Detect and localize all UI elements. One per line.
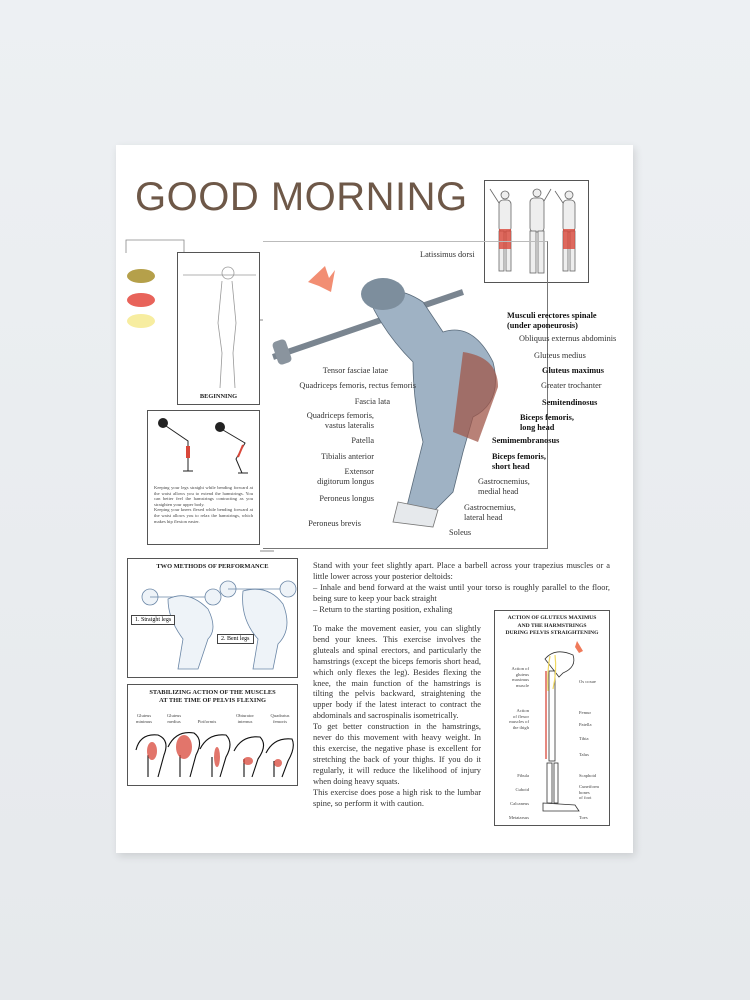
action-label-tibia: Tibia	[579, 736, 589, 741]
label-tibialis: Tibialis anterior	[321, 452, 374, 461]
action-label-talus: Talus	[579, 752, 589, 757]
beginning-figure-illustration	[183, 266, 256, 389]
stabilizing-title: STABILIZING ACTION OF THE MUSCLES AT THE…	[149, 689, 276, 704]
muscle-obturator: Obturator internus	[236, 713, 254, 724]
two-methods-title: TWO METHODS OF PERFORMANCE	[156, 563, 269, 570]
muscle-map-inset	[484, 180, 589, 283]
action-label-cuboid: Cuboid	[515, 787, 529, 792]
two-postures-illustration	[158, 418, 248, 474]
instructions-body-3: This exercise does pose a high risk to t…	[313, 787, 481, 808]
two-methods-box: TWO METHODS OF PERFORMANCE 1. Straight l…	[127, 558, 298, 678]
action-label-calcaneus: Calcaneus	[510, 801, 529, 806]
main-illustration-box	[263, 241, 548, 549]
stabilizing-box: STABILIZING ACTION OF THE MUSCLES AT THE…	[127, 684, 298, 786]
label-gastro-lateral: Gastrocnemius, lateral head	[464, 503, 516, 522]
instructions-intro-text: Stand with your feet slightly apart. Pla…	[313, 561, 610, 581]
label-obliquus: Obliquus externus abdominis	[519, 334, 617, 343]
action-label-metatarsus: Metatarsus	[508, 815, 529, 820]
instructions-step-2: – Return to the starting position, exhal…	[313, 604, 453, 614]
label-biceps-long: Biceps femoris, long head	[520, 413, 574, 432]
label-semitendinosus: Semitendinosus	[542, 398, 598, 407]
beginning-label: BEGINNING	[199, 393, 238, 400]
action-box-title: ACTION OF GLUTEUS MAXIMUS AND THE HARMST…	[505, 615, 599, 636]
instructions-body: To make the movement easier, you can sli…	[313, 624, 481, 809]
color-legend-olive	[127, 269, 155, 283]
label-greater-trochanter: Greater trochanter	[541, 381, 602, 390]
good-morning-exercise-illustration	[272, 266, 498, 528]
action-label-flexor: Action of flexor muscles of the thigh	[509, 708, 529, 730]
muscle-quadratus: Quadratus femoris	[270, 713, 290, 724]
action-label-patella: Patella	[579, 722, 592, 727]
label-peroneus-brevis: Peroneus brevis	[308, 519, 361, 528]
label-semimembranosus: Semimembranosus	[492, 436, 560, 445]
instructions-step-1: – Inhale and bend forward at the waist u…	[313, 582, 610, 603]
label-vastus-lateralis: Quadriceps femoris, vastus lateralis	[306, 411, 374, 430]
label-latissimus-dorsi: Latissimus dorsi	[420, 250, 475, 259]
poster: GOOD MORNING BEGINNING	[116, 145, 633, 853]
color-legend-red	[127, 293, 155, 307]
beginning-box: BEGINNING	[177, 252, 260, 405]
action-label-fibula: Fibula	[517, 773, 529, 778]
label-rectus-femoris: Quadriceps femoris, rectus femoris	[299, 381, 416, 390]
label-gastro-medial: Gastrocnemius, medial head	[478, 477, 530, 496]
direction-arrow-icon	[308, 266, 335, 292]
two-methods-illustration	[141, 580, 297, 670]
pelvis-illustrations	[135, 732, 294, 778]
action-label-femur: Femur	[579, 710, 591, 715]
three-figures-illustration	[489, 188, 576, 274]
label-peroneus-longus: Peroneus longus	[319, 494, 374, 503]
action-label-scaphoid: Scaphoid	[579, 773, 597, 778]
action-label-toes: Toes	[579, 815, 588, 820]
color-legend-yellow	[127, 314, 155, 328]
method-bent-legs-label: 2. Bent legs	[217, 634, 254, 644]
action-label-cuneiform: Cuneiform bones of foot	[579, 784, 599, 801]
direction-arrow-icon	[575, 641, 583, 653]
connector-lines	[125, 239, 274, 552]
label-erectores: Musculi erectores spinale (under aponeur…	[507, 311, 597, 330]
label-biceps-short: Biceps femoris, short head	[492, 452, 546, 471]
leg-skeleton-illustration	[542, 641, 583, 812]
muscle-gluteus-medius: Gluteus medius	[166, 713, 182, 724]
muscle-gluteus-minimus: Gluteus minimus	[135, 713, 153, 724]
method-straight-legs-label: 1. Straight legs	[131, 615, 176, 625]
poster-title: GOOD MORNING	[135, 175, 468, 219]
label-gluteus-medius: Gluteus medius	[534, 351, 586, 360]
label-extensor: Extensor digitorum longus	[317, 467, 374, 486]
label-tensor: Tensor fasciae latae	[322, 366, 388, 375]
leg-position-box: Keeping your legs straight while bending…	[147, 410, 260, 545]
action-box: ACTION OF GLUTEUS MAXIMUS AND THE HARMST…	[494, 610, 610, 826]
instructions-intro: Stand with your feet slightly apart. Pla…	[313, 561, 610, 616]
label-gluteus-maximus: Gluteus maximus	[542, 366, 605, 375]
label-patella: Patella	[351, 436, 374, 445]
instructions-body-2: To get better construction in the hamstr…	[313, 722, 481, 786]
muscle-piriformis: Piriformis	[197, 719, 217, 724]
label-soleus: Soleus	[449, 528, 472, 537]
action-label-os-coxae: Os coxae	[579, 679, 596, 684]
leg-position-note: Keeping your legs straight while bending…	[154, 485, 253, 524]
instructions-body-1: To make the movement easier, you can sli…	[313, 624, 481, 721]
action-label-gluteus: Action of gluteus maximus muscle	[511, 666, 529, 688]
label-fascia-lata: Fascia lata	[354, 397, 390, 406]
